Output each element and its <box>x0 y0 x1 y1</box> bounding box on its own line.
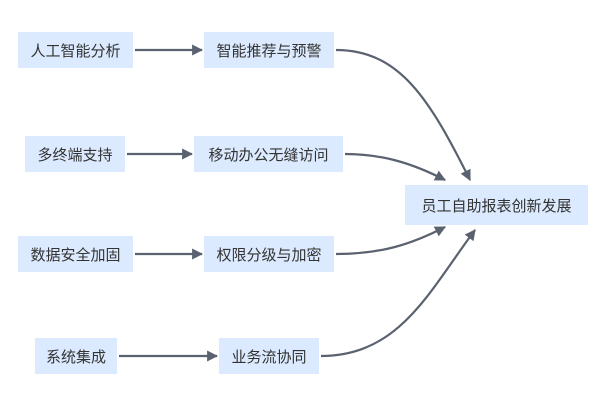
node-system-integration: 系统集成 <box>35 338 117 374</box>
edge-flow-to-target <box>320 229 476 358</box>
node-data-security: 数据安全加固 <box>18 236 133 272</box>
node-multi-terminal: 多终端支持 <box>25 136 125 172</box>
node-target-self-service: 员工自助报表创新发展 <box>405 185 588 225</box>
node-permission-encryption: 权限分级与加密 <box>204 236 334 272</box>
edge-mobile-to-target <box>344 152 446 181</box>
node-smart-recommend: 智能推荐与预警 <box>204 32 334 68</box>
node-mobile-access: 移动办公无缝访问 <box>194 136 343 172</box>
edge-rec-to-target <box>335 48 471 181</box>
edge-perm-to-target <box>335 226 446 256</box>
node-ai-analysis: 人工智能分析 <box>18 32 133 68</box>
node-business-flow: 业务流协同 <box>219 338 319 374</box>
